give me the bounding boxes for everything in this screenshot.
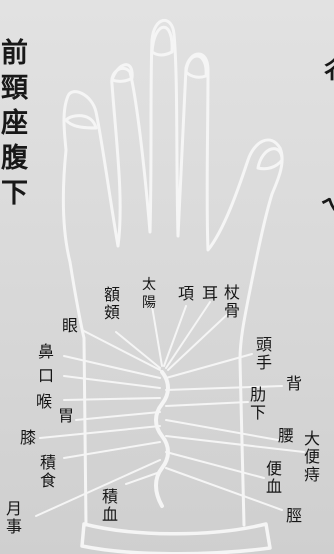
leader-jiji [64, 442, 160, 458]
leader-zhenggu [168, 310, 232, 370]
leader-wei [76, 412, 160, 420]
wrist-meridian [156, 372, 168, 506]
leader-taiyang [152, 306, 162, 366]
ring-nail [186, 56, 206, 77]
leader-er [166, 302, 210, 368]
left-heading-column: 前 頸 座 腹 下 [1, 40, 27, 215]
pinky-nail [258, 149, 282, 169]
label-jing: 脛 [286, 508, 302, 524]
leader-bi [64, 356, 160, 378]
leader-xi [40, 426, 160, 438]
label-bi: 鼻 [38, 344, 54, 360]
label-toushou: 頭 手 [256, 336, 274, 372]
sleeve-cuff [82, 524, 270, 554]
label-ding: 項 [178, 286, 194, 302]
label-wei: 胃 [58, 408, 74, 424]
leader-leixia [166, 402, 248, 406]
label-yan: 眼 [62, 318, 78, 334]
label-jiji: 積 食 [40, 454, 58, 490]
label-jingxue: 積 血 [102, 488, 120, 524]
label-bei: 背 [286, 376, 302, 392]
label-zhenggu: 杖 骨 [224, 284, 242, 320]
label-er: 耳 [202, 286, 218, 302]
label-e-e: 額 頞 [104, 286, 122, 322]
label-hou: 喉 [36, 394, 52, 410]
label-kou: 口 [38, 368, 54, 384]
hand-outline [63, 20, 282, 525]
right-edge-fragment: 彳 [320, 58, 334, 82]
leader-kou [64, 376, 160, 388]
heading-char: 下 [1, 180, 27, 215]
label-leixia: 肋 下 [250, 386, 268, 422]
label-yueshi: 月 事 [6, 500, 24, 536]
heading-char: 座 [1, 110, 27, 145]
label-dabianzhi: 大 便 痔 [304, 430, 322, 484]
label-yao: 腰 [278, 428, 294, 444]
heading-char: 腹 [1, 145, 27, 180]
heading-char: 前 [1, 40, 27, 75]
leader-hou [64, 398, 160, 400]
thumb-nail [66, 116, 96, 128]
leader-jing [166, 468, 282, 510]
label-xi: 膝 [20, 430, 36, 446]
right-edge-fragment: ㄟ [320, 196, 334, 220]
heading-char: 頸 [1, 75, 27, 110]
label-taiyang: 太 陽 [142, 276, 160, 312]
label-bianxue: 便 血 [266, 460, 284, 496]
